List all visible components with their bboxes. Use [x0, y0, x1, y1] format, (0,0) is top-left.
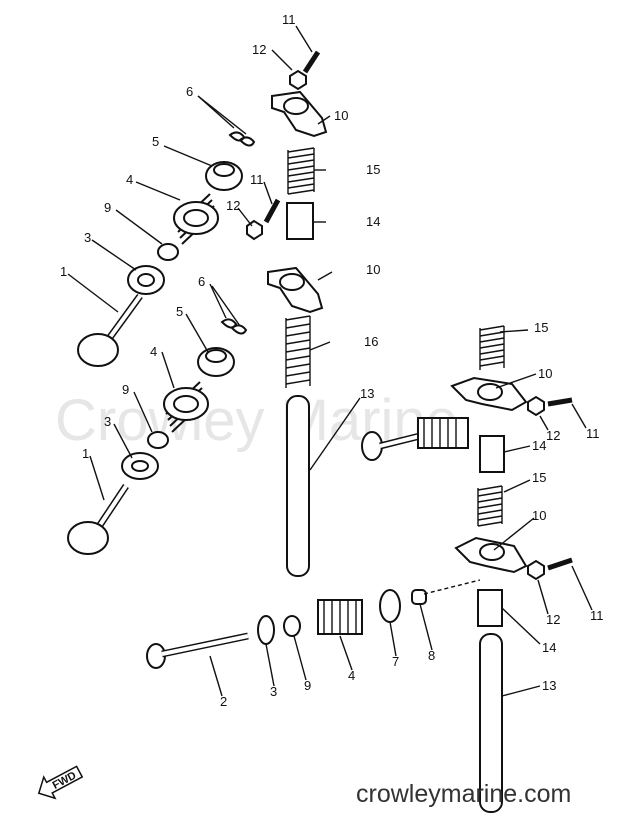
label-8: 8 [428, 648, 435, 663]
valve-seal-mid [147, 431, 169, 449]
label-1-a: 1 [60, 264, 67, 279]
label-12-d: 12 [546, 612, 560, 627]
label-12-a: 12 [252, 42, 266, 57]
valve-spring-top [173, 193, 219, 245]
forward-arrow-icon: FWD [37, 765, 84, 800]
label-9-b: 9 [122, 382, 129, 397]
label-10-d: 10 [532, 508, 546, 523]
collar-right-upper [479, 435, 505, 473]
label-7: 7 [392, 654, 399, 669]
label-9-c: 9 [304, 678, 311, 693]
adjusting-screw-right-lower [547, 557, 573, 571]
label-1-b: 1 [82, 446, 89, 461]
valve-cotter-mid [220, 318, 248, 335]
lock-nut-right-upper [527, 395, 545, 417]
valve-seal-lower [283, 615, 301, 637]
label-15-a: 15 [366, 162, 380, 177]
label-11-b: 11 [250, 172, 264, 187]
label-12-b: 12 [226, 198, 240, 213]
rocker-arm-pivot-top [283, 97, 309, 115]
label-15-b: 15 [534, 320, 548, 335]
valve-spring-mid [163, 381, 209, 433]
label-5-a: 5 [152, 134, 159, 149]
label-11-a: 11 [282, 12, 296, 27]
label-2: 2 [220, 694, 227, 709]
label-13-a: 13 [360, 386, 374, 401]
rocker-spring-right-lower [477, 485, 503, 528]
label-14-b: 14 [532, 438, 546, 453]
rocker-spring-top [287, 147, 315, 195]
valve-cotter-top [228, 131, 256, 147]
label-11-d: 11 [590, 608, 604, 623]
spring-seat-top-hole [137, 273, 155, 287]
adjusting-screw-top [302, 50, 321, 74]
rocker-spring-right-upper [479, 325, 505, 372]
rocker-arm-pivot-mid [279, 273, 305, 291]
rocker-arm-right-lower-pivot [479, 543, 505, 561]
push-rod-left [286, 395, 310, 577]
label-9-a: 9 [104, 200, 111, 215]
forward-label: FWD [51, 770, 79, 792]
label-3-b: 3 [104, 414, 111, 429]
lock-nut-right-lower [527, 559, 545, 581]
label-10-a: 10 [334, 108, 348, 123]
spring-seat-lower [257, 615, 275, 645]
label-13-b: 13 [542, 678, 556, 693]
valve-lower [146, 632, 249, 669]
valve-seal-top [157, 243, 179, 261]
collar-top [286, 202, 314, 240]
label-10-c: 10 [538, 366, 552, 381]
leader-lines [67, 25, 593, 697]
push-rod-right [479, 633, 503, 813]
label-6-a: 6 [186, 84, 193, 99]
spring-retainer-mid-inner [205, 349, 227, 363]
adjusting-screw-mid [263, 198, 281, 224]
label-12-c: 12 [546, 428, 560, 443]
label-14-c: 14 [542, 640, 556, 655]
label-4-a: 4 [126, 172, 133, 187]
rocker-arm-right-upper-pivot [477, 383, 503, 401]
valve-upper [77, 293, 143, 367]
label-15-c: 15 [532, 470, 546, 485]
label-16: 16 [364, 334, 378, 349]
spring-retainer-top-inner [213, 163, 235, 177]
lock-nut-top [289, 69, 307, 91]
site-url: crowleymarine.com [356, 780, 571, 808]
spring-retainer-lower [379, 589, 401, 623]
label-5-b: 5 [176, 304, 183, 319]
rocker-spring-mid [285, 315, 311, 390]
label-10-b: 10 [366, 262, 380, 277]
label-11-c: 11 [586, 426, 600, 441]
collar-right-lower [477, 589, 503, 627]
exhaust-valve-assembly [361, 417, 469, 461]
spring-seat-mid-hole [131, 460, 149, 472]
part-number-labels: 11 12 6 10 5 15 4 11 12 14 9 3 10 1 6 5 … [60, 12, 604, 709]
label-3-c: 3 [270, 684, 277, 699]
valve-cap-lower [411, 589, 427, 605]
label-14-a: 14 [366, 214, 380, 229]
label-4-c: 4 [348, 668, 355, 683]
lock-nut-mid [246, 219, 263, 241]
adjusting-screw-right-upper [547, 397, 573, 407]
label-6-b: 6 [198, 274, 205, 289]
label-4-b: 4 [150, 344, 157, 359]
valve-middle [67, 484, 129, 555]
valve-spring-lower [317, 599, 363, 635]
label-3-a: 3 [84, 230, 91, 245]
